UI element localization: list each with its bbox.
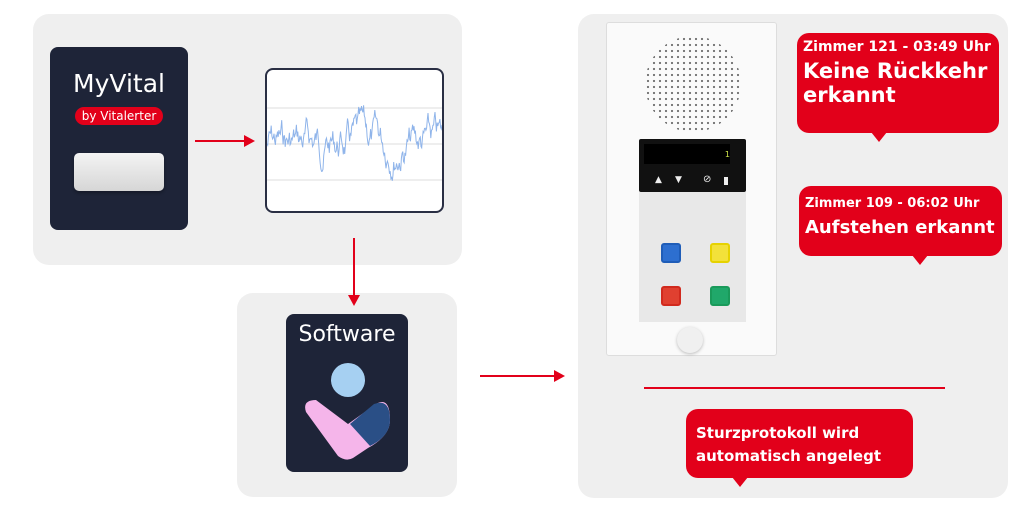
software-logo-icon (305, 363, 390, 460)
sensor-knob (677, 327, 703, 353)
sensor-device-image (74, 153, 164, 191)
protocol-text: Sturzprotokoll wird (696, 424, 860, 442)
nurse-call-device: 1 ▲ ▼ ⊘ (606, 22, 777, 356)
cancel-icon[interactable]: ⊘ (703, 174, 712, 185)
red-alarm-button[interactable] (661, 286, 681, 306)
yellow-button[interactable] (710, 243, 730, 263)
alert-message: Keine Rückkehr (803, 59, 988, 83)
signal-waveform (267, 105, 442, 181)
up-arrow-icon: ▲ (655, 175, 662, 185)
myvital-card: MyVital by Vitalerter (50, 47, 188, 230)
arrow-sensor-to-chart (195, 140, 245, 142)
alert-bubble-room-121: Zimmer 121 - 03:49 Uhr Keine Rückkehr er… (797, 33, 999, 142)
blue-call-button[interactable] (661, 243, 681, 263)
down-arrow-icon: ▼ (675, 175, 682, 185)
protocol-text: automatisch angelegt (696, 447, 881, 465)
arrow-chart-to-software (353, 238, 355, 296)
display-text: 1 (644, 144, 730, 164)
signal-chart (265, 68, 444, 213)
software-card: Software (286, 314, 408, 472)
myvital-title: MyVital (73, 69, 165, 98)
divider-line (644, 387, 945, 389)
arrowhead-icon (348, 295, 360, 306)
protocol-bubble: Sturzprotokoll wird automatisch angelegt (686, 409, 913, 487)
arrowhead-icon (244, 135, 255, 147)
green-presence-button[interactable] (710, 286, 730, 306)
alert-bubble-room-109: Zimmer 109 - 06:02 Uhr Aufstehen erkannt (799, 186, 1002, 265)
arrowhead-icon (554, 370, 565, 382)
myvital-subtitle-badge: by Vitalerter (75, 107, 163, 125)
software-title: Software (298, 322, 396, 347)
battery-icon (724, 177, 728, 185)
speaker-grille-icon (645, 36, 741, 132)
alert-message: erkannt (803, 83, 896, 107)
alert-room-time: Zimmer 121 - 03:49 Uhr (803, 39, 991, 55)
display-panel: 1 ▲ ▼ ⊘ (639, 139, 746, 192)
alert-message: Aufstehen erkannt (805, 217, 995, 238)
alert-room-time: Zimmer 109 - 06:02 Uhr (805, 196, 980, 211)
arrow-software-to-nurse-call (480, 375, 555, 377)
